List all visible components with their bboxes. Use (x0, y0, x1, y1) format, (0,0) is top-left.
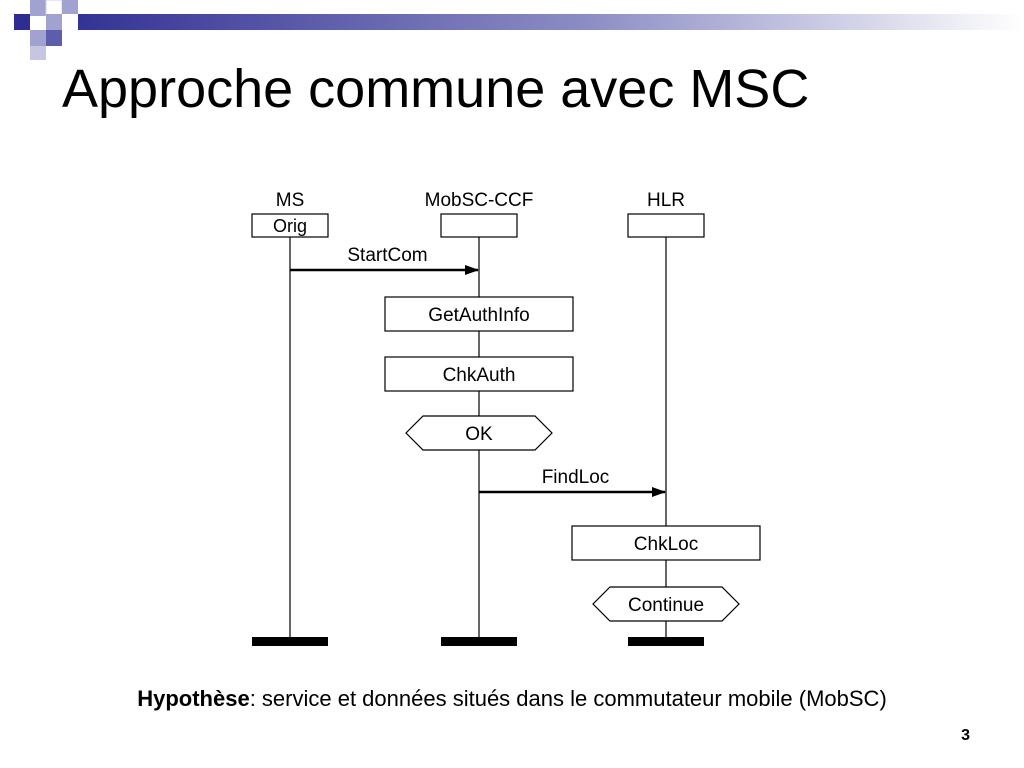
action-label: ChkAuth (443, 365, 516, 386)
action-box (571, 525, 761, 561)
corner-square (14, 30, 30, 46)
instance-end-bar (628, 637, 704, 646)
hypothesis-caption: Hypothèse: service et données situés dan… (0, 686, 1024, 712)
instance-name: MS (276, 190, 305, 211)
message-label: StartCom (347, 245, 427, 266)
condition-hexagon (405, 415, 553, 451)
caption-bold-label: Hypothèse (137, 686, 250, 711)
instance-end-bar (441, 637, 517, 646)
slide-title: Approche commune avec MSC (62, 59, 810, 119)
message-label: FindLoc (542, 467, 610, 488)
corner-square (30, 0, 46, 16)
corner-square (14, 14, 30, 30)
instance-head-box (440, 213, 518, 238)
corner-square (30, 30, 46, 46)
corner-square (46, 30, 62, 46)
corner-square (62, 14, 78, 30)
corner-square (62, 0, 78, 16)
condition-label: OK (465, 424, 493, 445)
condition-hexagon (592, 586, 740, 622)
condition-label: Continue (628, 595, 704, 616)
instance-name: MobSC-CCF (425, 190, 534, 211)
corner-square (46, 14, 62, 30)
page-number: 3 (961, 727, 970, 744)
action-box (384, 356, 574, 392)
instance-name: HLR (647, 190, 685, 211)
corner-decoration (14, 0, 1024, 60)
instance-end-bar (252, 637, 328, 646)
instance-head-label: Orig (273, 216, 307, 236)
instance-head-box (627, 213, 705, 238)
caption-text: : service et données situés dans le comm… (249, 686, 887, 711)
action-label: ChkLoc (634, 534, 698, 555)
action-box (384, 296, 574, 332)
action-label: GetAuthInfo (428, 305, 529, 326)
corner-square (30, 46, 46, 60)
header-gradient-bar (48, 14, 1024, 30)
